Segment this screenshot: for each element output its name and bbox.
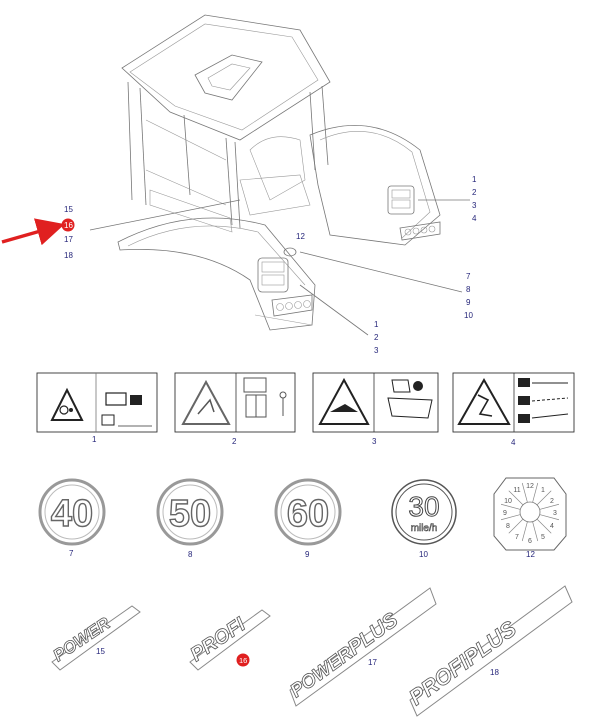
speed-60-number: 9: [305, 550, 310, 559]
callout-12: 12: [296, 232, 305, 241]
dial-11: 11: [513, 487, 520, 494]
label-4-number: 4: [511, 438, 516, 447]
dial-spoke: [508, 490, 524, 506]
speed-40-number: 7: [69, 549, 74, 558]
callout-rear-2: 2: [472, 188, 477, 197]
speed-60-text: 60: [287, 493, 329, 535]
decal-power: POWER 15: [49, 605, 141, 671]
callouts-rear-fender: 1 2 3 4: [472, 175, 477, 223]
dial-spoke: [539, 503, 560, 510]
label-3-number: 3: [372, 437, 377, 446]
dial-7: 7: [515, 534, 519, 541]
dial-5: 5: [541, 534, 545, 541]
warning-label-4: 4: [452, 372, 575, 447]
dial-spoke: [500, 503, 521, 510]
callout-9: 9: [466, 298, 471, 307]
callout-16: 16: [64, 221, 73, 230]
callouts-front-fender: 1 2 3: [374, 320, 379, 355]
highlight-arrow: [1, 218, 65, 246]
dial-spoke: [536, 490, 552, 506]
callouts-left: 15 16 17 18: [61, 205, 75, 260]
tractor-cab-drawing: [117, 14, 441, 331]
decal-power-text: POWER: [50, 613, 114, 665]
callout-7: 7: [466, 272, 471, 281]
callout-rear-3: 3: [472, 201, 477, 210]
callouts-badge: 7 8 9 10: [464, 272, 473, 320]
decal-profi: PROFI 16: [186, 609, 271, 671]
dial-spoke: [508, 518, 524, 534]
dial-4: 4: [550, 523, 554, 530]
dial-3: 3: [553, 510, 557, 517]
decal-18-number: 18: [490, 668, 499, 677]
dial-sticker-number: 12: [526, 550, 535, 559]
inspection-dial-sticker: 12 1 2 3 4 5 6 7 8 9 10 11 12: [493, 477, 567, 559]
dial-spoke: [536, 518, 552, 534]
callout-front-1: 1: [374, 320, 379, 329]
callout-10: 10: [464, 311, 473, 320]
callout-rear-1: 1: [472, 175, 477, 184]
dial-1: 1: [541, 487, 545, 494]
speed-40-text: 40: [51, 493, 93, 535]
speed-30-unit: mile/h: [411, 523, 438, 534]
speed-50-number: 8: [188, 550, 193, 559]
speed-sign-40: 40 7: [38, 478, 106, 558]
speed-sign-30-mph: 30 mile/h 10: [391, 479, 457, 559]
leader-lines: [89, 199, 470, 336]
label-2-number: 2: [232, 437, 237, 446]
speed-30-number: 10: [419, 550, 428, 559]
dial-10: 10: [504, 498, 512, 505]
dial-spoke: [532, 482, 539, 503]
dial-spoke: [521, 482, 528, 503]
callout-17: 17: [64, 235, 73, 244]
svg-text:POWERPLUS: POWERPLUS: [285, 608, 402, 702]
dial-9: 9: [503, 510, 507, 517]
dial-8: 8: [506, 523, 510, 530]
callout-15: 15: [64, 205, 73, 214]
label-1-number: 1: [92, 435, 97, 444]
warning-label-1: 1: [36, 372, 158, 444]
speed-30-text: 30: [408, 491, 439, 522]
dial-spoke: [521, 521, 528, 542]
callout-18: 18: [64, 251, 73, 260]
speed-50-text: 50: [169, 493, 211, 535]
callout-front-3: 3: [374, 346, 379, 355]
svg-text:PROFIPLUS: PROFIPLUS: [404, 616, 521, 710]
callout-rear-4: 4: [472, 214, 477, 223]
dial-12: 12: [526, 483, 534, 490]
decal-powerplus-power: POWER: [287, 643, 358, 702]
dial-spoke: [500, 514, 521, 521]
decal-17-number: 17: [368, 658, 377, 667]
warning-label-3: 3: [312, 372, 439, 446]
dial-spoke: [539, 514, 560, 521]
speed-sign-60: 60 9: [274, 478, 342, 559]
decal-16-highlight: [236, 653, 250, 667]
callout-front-2: 2: [374, 333, 379, 342]
dial-2: 2: [550, 498, 554, 505]
decal-15-number: 15: [96, 647, 105, 656]
decal-16-number: 16: [239, 656, 247, 665]
dial-6: 6: [528, 538, 532, 545]
callout-8: 8: [466, 285, 471, 294]
dial-spoke: [532, 521, 539, 542]
speed-sign-50: 50 8: [156, 478, 224, 559]
callout-16-highlight: [61, 218, 75, 232]
warning-label-2: 2: [174, 372, 296, 446]
